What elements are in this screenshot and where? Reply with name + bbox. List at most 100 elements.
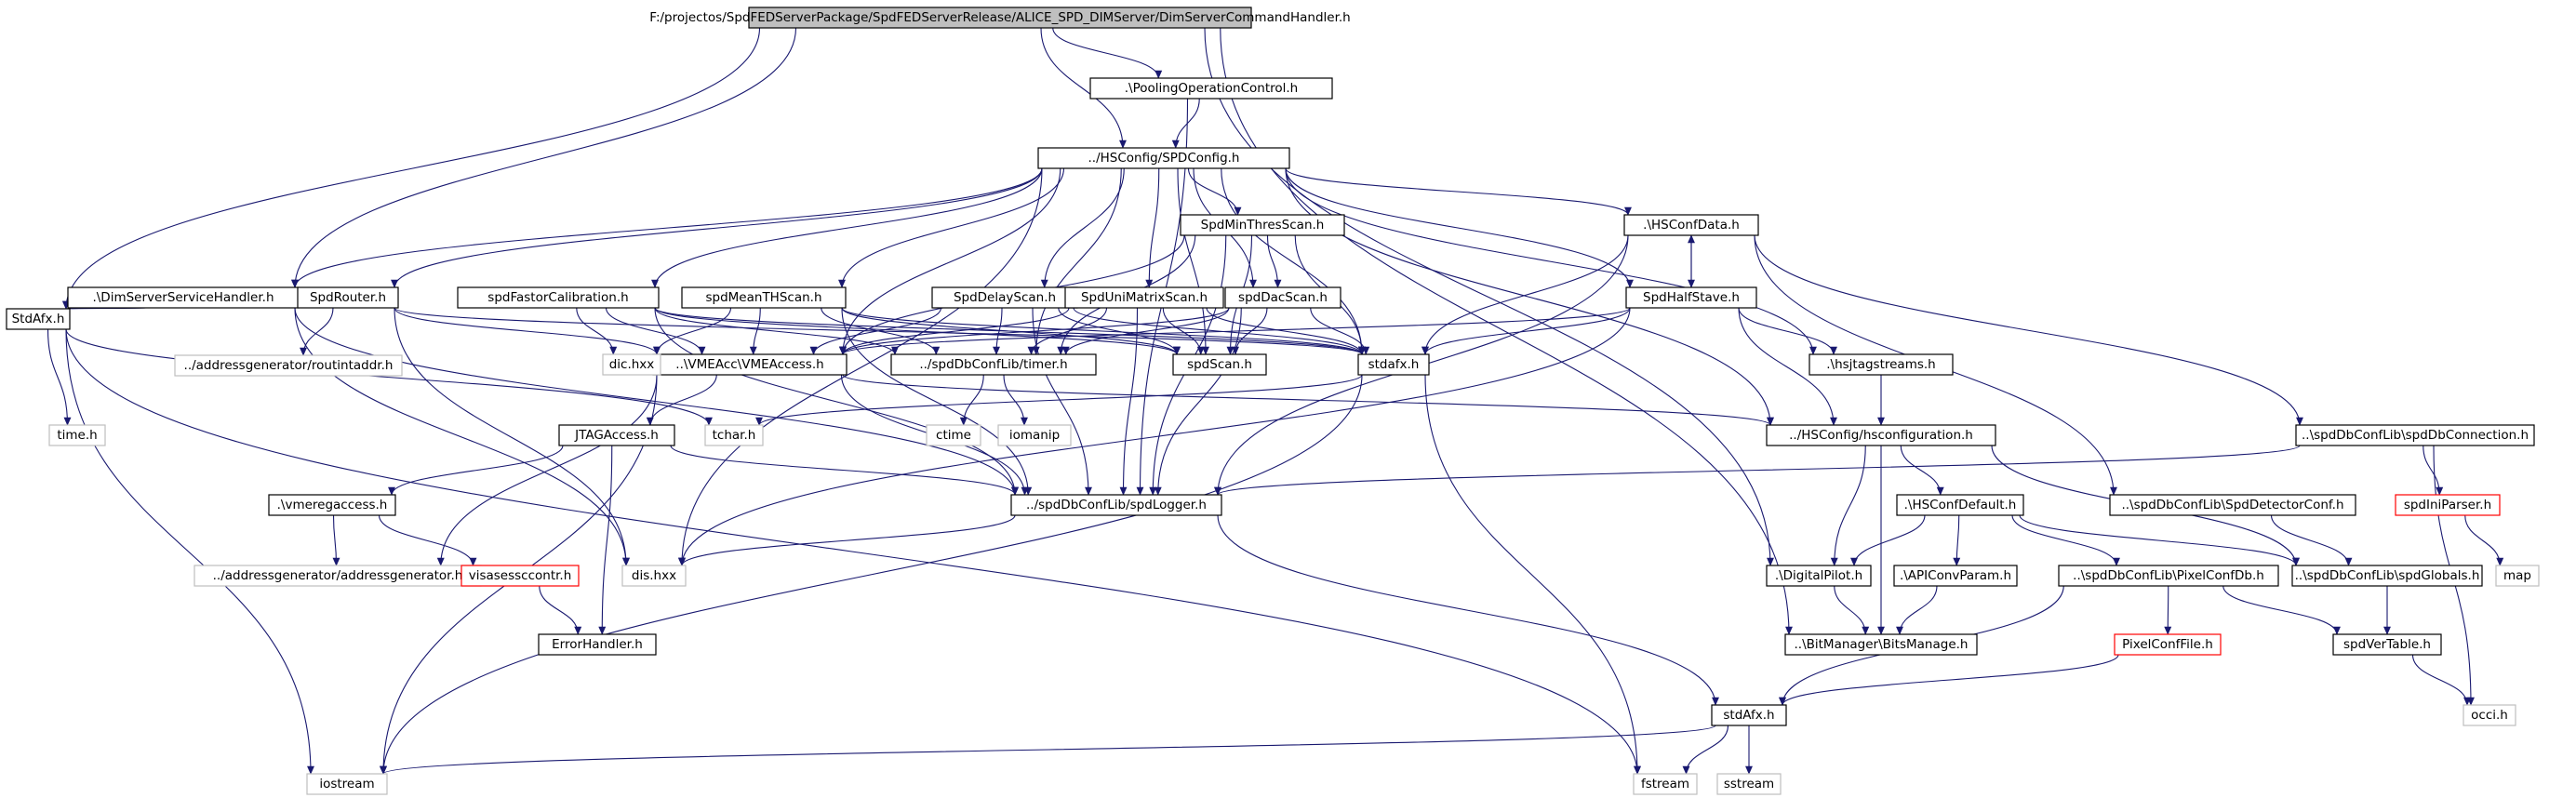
node-hsconfdata[interactable]: .\HSConfData.h — [1623, 214, 1759, 236]
node-spdconfig[interactable]: ../HSConfig/SPDConfig.h — [1037, 147, 1290, 169]
node-fstream[interactable]: fstream — [1633, 773, 1698, 795]
node-box[interactable] — [2332, 633, 2442, 656]
node-box[interactable] — [558, 424, 675, 446]
node-box[interactable] — [1625, 286, 1757, 309]
node-box[interactable] — [1766, 424, 1996, 446]
node-detectorconf[interactable]: ..\spdDbConfLib\SpdDetectorConf.h — [2109, 494, 2356, 516]
node-dbconnection[interactable]: ..\spdDbConfLib\spdDbConnection.h — [2295, 424, 2535, 446]
node-box[interactable] — [1089, 77, 1333, 100]
node-box[interactable] — [1064, 286, 1224, 309]
node-hsconfiguration[interactable]: ../HSConfig/hsconfiguration.h — [1766, 424, 1996, 446]
node-sstream[interactable]: sstream — [1716, 773, 1782, 795]
node-box[interactable] — [681, 286, 847, 309]
node-box[interactable] — [1893, 565, 2018, 587]
node-box[interactable] — [1716, 773, 1782, 795]
node-box[interactable] — [1633, 773, 1698, 795]
node-box[interactable] — [1809, 353, 1954, 376]
node-box[interactable] — [306, 773, 388, 795]
node-delay[interactable]: SpdDelayScan.h — [931, 286, 1078, 309]
node-stdafx_lower[interactable]: stdafx.h — [1357, 353, 1430, 376]
node-box[interactable] — [1896, 494, 2024, 516]
node-box[interactable] — [2109, 494, 2356, 516]
node-iomanip[interactable]: iomanip — [997, 424, 1072, 446]
node-router[interactable]: SpdRouter.h — [297, 286, 399, 309]
node-box[interactable] — [457, 286, 660, 309]
node-spdscan[interactable]: spdScan.h — [1172, 353, 1267, 376]
node-unimatrix[interactable]: SpdUniMatrixScan.h — [1064, 286, 1224, 309]
node-box[interactable] — [1623, 214, 1759, 236]
node-globals[interactable]: ..\spdDbConfLib\spdGlobals.h — [2291, 565, 2483, 587]
node-time[interactable]: time.h — [48, 424, 106, 446]
node-box[interactable] — [2291, 565, 2483, 587]
node-halfstave[interactable]: SpdHalfStave.h — [1625, 286, 1757, 309]
node-box[interactable] — [926, 424, 981, 446]
node-vertable[interactable]: spdVerTable.h — [2332, 633, 2442, 656]
node-routintaddr[interactable]: ../addressgenerator/routintaddr.h — [174, 354, 403, 377]
node-iniparser[interactable]: spdIniParser.h — [2395, 494, 2501, 516]
node-minthres[interactable]: SpdMinThresScan.h — [1180, 214, 1345, 236]
node-logger[interactable]: ../spdDbConfLib/spdLogger.h — [1010, 494, 1222, 516]
node-box[interactable] — [1180, 214, 1345, 236]
node-iostream[interactable]: iostream — [306, 773, 388, 795]
node-timer[interactable]: ../spdDbConfLib/timer.h — [890, 353, 1097, 376]
node-dic[interactable]: dic.hxx — [602, 353, 661, 376]
node-ctime[interactable]: ctime — [926, 424, 981, 446]
node-dimservice[interactable]: .\DimServerServiceHandler.h — [67, 286, 300, 309]
node-fastor[interactable]: spdFastorCalibration.h — [457, 286, 660, 309]
node-box[interactable] — [748, 7, 1252, 29]
node-box[interactable] — [2114, 633, 2222, 656]
node-box[interactable] — [1172, 353, 1267, 376]
node-pool[interactable]: .\PoolingOperationControl.h — [1089, 77, 1333, 100]
node-root[interactable]: F:/projectos/SpdFEDServerPackage/SpdFEDS… — [649, 7, 1351, 29]
node-box[interactable] — [704, 424, 764, 446]
node-box[interactable] — [2295, 424, 2535, 446]
node-occi[interactable]: occi.h — [2463, 704, 2516, 726]
node-box[interactable] — [1037, 147, 1290, 169]
node-box[interactable] — [1784, 633, 1978, 656]
edge-iniparser-to-map — [2464, 514, 2501, 566]
node-box[interactable] — [460, 565, 580, 587]
node-meanth[interactable]: spdMeanTHScan.h — [681, 286, 847, 309]
node-box[interactable] — [1711, 704, 1787, 726]
edge-router-to-dishxx — [394, 307, 627, 566]
node-vmeaccess[interactable]: ..\VMEAcc\VMEAccess.h — [652, 353, 848, 376]
node-tchar[interactable]: tchar.h — [704, 424, 764, 446]
node-box[interactable] — [48, 424, 106, 446]
node-box[interactable] — [997, 424, 1072, 446]
node-box[interactable] — [2463, 704, 2516, 726]
node-visa[interactable]: visasessccontr.h — [460, 565, 580, 587]
node-digitalpilot[interactable]: .\DigitalPilot.h — [1766, 565, 1872, 587]
node-hsjtag[interactable]: .\hsjtagstreams.h — [1809, 353, 1954, 376]
node-box[interactable] — [6, 308, 71, 330]
node-box[interactable] — [297, 286, 399, 309]
node-box[interactable] — [2395, 494, 2501, 516]
node-hsconfdefault[interactable]: .\HSConfDefault.h — [1896, 494, 2024, 516]
node-errorhandler[interactable]: ErrorHandler.h — [538, 633, 657, 656]
node-vmeregaccess[interactable]: .\vmeregaccess.h — [268, 494, 396, 516]
node-box[interactable] — [2058, 565, 2279, 587]
node-addrgen[interactable]: ../addressgenerator/addressgenerator.h — [194, 565, 482, 587]
node-map[interactable]: map — [2495, 565, 2540, 587]
node-pixelconffile[interactable]: PixelConfFile.h — [2114, 633, 2222, 656]
node-box[interactable] — [890, 353, 1097, 376]
node-dishxx[interactable]: dis.hxx — [621, 565, 687, 587]
node-jtag[interactable]: JTAGAccess.h — [558, 424, 675, 446]
node-stdafx_db[interactable]: stdAfx.h — [1711, 704, 1787, 726]
node-pixelconfdb[interactable]: ..\spdDbConfLib\PixelConfDb.h — [2058, 565, 2279, 587]
node-dac[interactable]: spdDacScan.h — [1224, 286, 1341, 309]
node-bitsmanage[interactable]: ..\BitManager\BitsManage.h — [1784, 633, 1978, 656]
node-apiconv[interactable]: .\APIConvParam.h — [1893, 565, 2018, 587]
node-box[interactable] — [1357, 353, 1430, 376]
node-box[interactable] — [2495, 565, 2540, 587]
node-box[interactable] — [174, 354, 403, 377]
arrowhead-spdconfig — [1171, 140, 1180, 149]
node-box[interactable] — [1010, 494, 1222, 516]
node-stdafx_main[interactable]: StdAfx.h — [6, 308, 71, 330]
node-box[interactable] — [1766, 565, 1872, 587]
node-box[interactable] — [602, 353, 661, 376]
node-box[interactable] — [538, 633, 657, 656]
node-box[interactable] — [1224, 286, 1341, 309]
node-box[interactable] — [621, 565, 687, 587]
node-box[interactable] — [268, 494, 396, 516]
